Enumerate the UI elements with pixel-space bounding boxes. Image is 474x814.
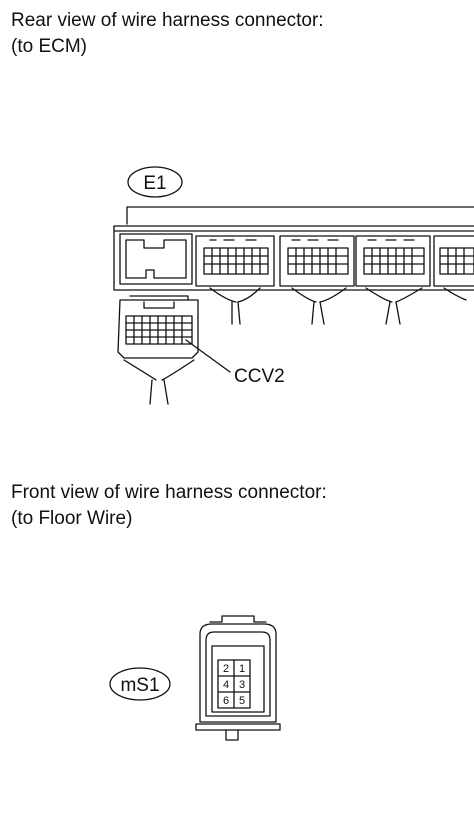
front-view-caption-line1: Front view of wire harness connector: — [11, 482, 327, 503]
e1-tag-label: E1 — [143, 173, 166, 194]
socket-block-1 — [195, 235, 275, 325]
key-block — [119, 233, 193, 285]
rear-view-caption: Rear view of wire harness connector: (to… — [11, 8, 324, 60]
ms1-pin-1: 1 — [239, 663, 245, 675]
rear-view-caption-line2: (to ECM) — [11, 36, 87, 57]
front-view-caption-line2: (to Floor Wire) — [11, 508, 133, 529]
socket-block-4 — [433, 235, 474, 301]
ms1-tag-label: mS1 — [120, 675, 159, 696]
front-view-caption: Front view of wire harness connector: (t… — [11, 480, 327, 532]
ms1-connector: 2 1 4 3 6 5 — [195, 615, 281, 741]
ms1-pin-5: 5 — [239, 695, 245, 707]
socket-block-2 — [279, 235, 355, 325]
rear-view-caption-line1: Rear view of wire harness connector: — [11, 10, 324, 31]
ms1-pin-2: 2 — [223, 663, 229, 675]
ccv2-label: CCV2 — [234, 366, 285, 387]
socket-block-3 — [355, 235, 431, 325]
ms1-pin-3: 3 — [239, 679, 245, 691]
ms1-tag: mS1 — [109, 667, 171, 701]
e1-tag: E1 — [127, 166, 183, 198]
ms1-pin-4: 4 — [223, 679, 229, 691]
ecm-connector-e1 — [113, 206, 474, 325]
ccv2-connector: CCV2 — [117, 295, 285, 405]
ccv2-leader-line — [185, 339, 231, 373]
ms1-pin-6: 6 — [223, 695, 229, 707]
